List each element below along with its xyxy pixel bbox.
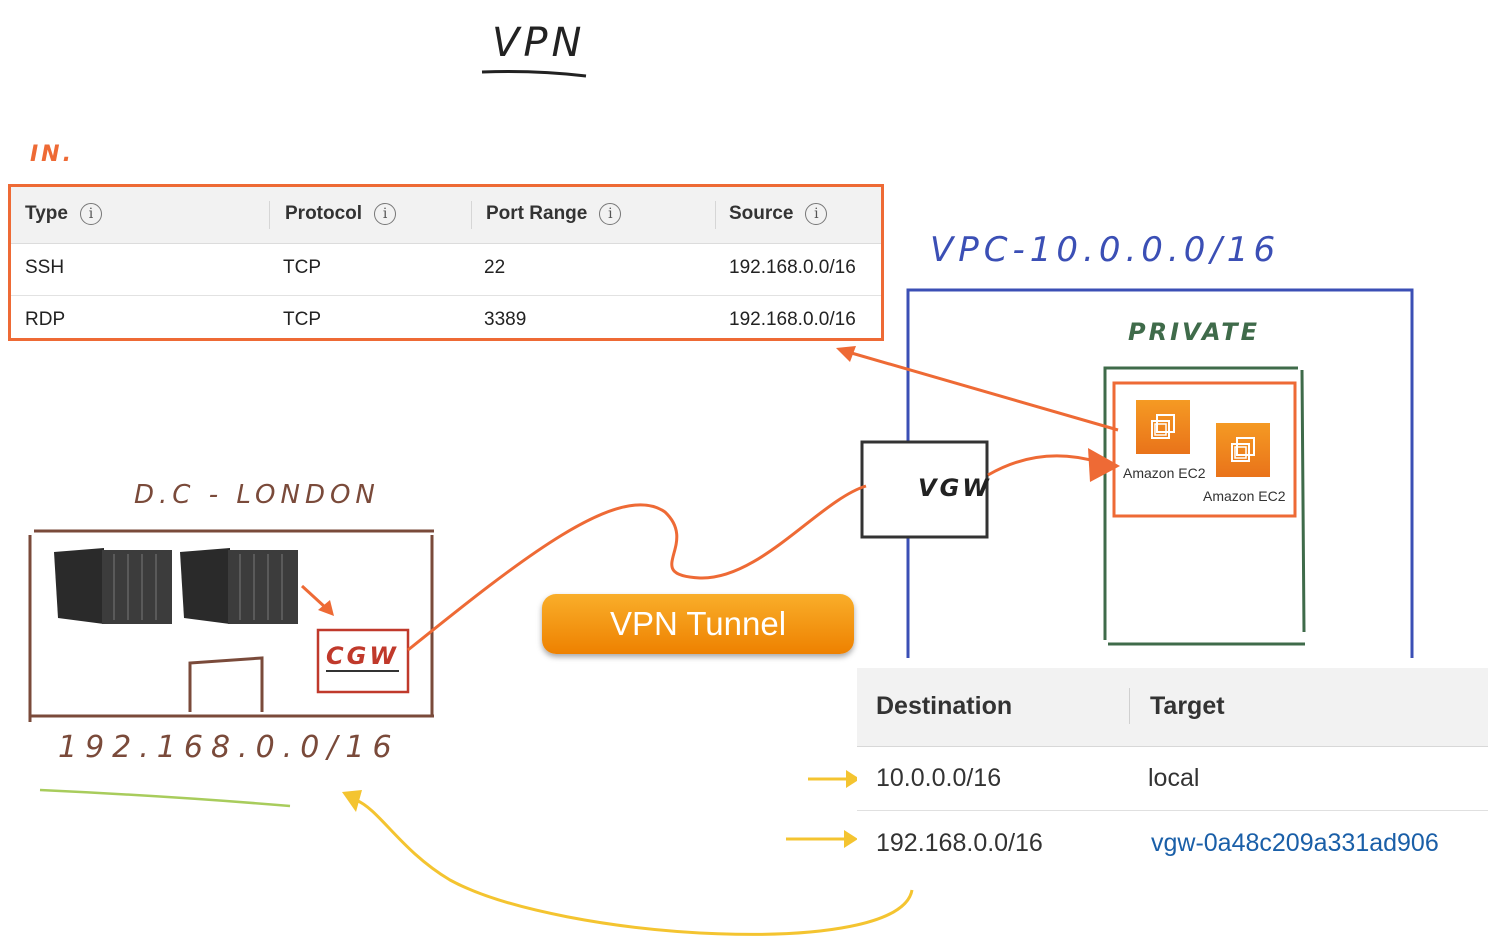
route-header-separator (1129, 688, 1130, 724)
info-icon[interactable]: i (374, 203, 397, 225)
info-icon[interactable]: i (79, 203, 102, 225)
datacenter-label: D.C - LONDON (134, 480, 380, 510)
table-row[interactable]: RDP TCP 3389 192.168.0.0/16 (11, 295, 881, 347)
ec2-instance-icon[interactable] (1136, 400, 1190, 454)
arrow-ec2-to-sg (847, 350, 1119, 432)
private-subnet-label: PRIVATE (1128, 318, 1260, 346)
server-rack-icon (54, 548, 172, 624)
cgw-box (316, 628, 410, 694)
cgw-label: CGW (326, 642, 399, 672)
sg-cell-type: SSH (25, 257, 65, 278)
vgw-box (860, 440, 989, 539)
datacenter-boundary (28, 529, 434, 722)
sg-cell-protocol: TCP (283, 309, 321, 330)
route-target-link[interactable]: vgw-0a48c209a331ad906 (1151, 829, 1439, 857)
sg-cell-source: 192.168.0.0/16 (729, 257, 856, 278)
chip-icon (1151, 414, 1175, 439)
ec2-instance-icon[interactable] (1216, 423, 1270, 477)
arrow-route-to-dc (355, 798, 914, 936)
sg-cell-source: 192.168.0.0/16 (729, 309, 856, 330)
route-cell-target: local (1148, 764, 1200, 792)
security-group-table: Type i Protocol i Port Range i Source i … (8, 184, 884, 341)
sg-header-port-range-label: Port Range (486, 203, 588, 224)
vpc-label: VPC-10.0.0.0/16 (930, 230, 1281, 270)
ec2-label: Amazon EC2 (1123, 465, 1206, 481)
sg-header-protocol[interactable]: Protocol i (285, 203, 397, 225)
arrow-head-cgw (318, 600, 334, 616)
ec2-group-box (1112, 381, 1297, 518)
table-row[interactable]: 10.0.0.0/16 local (857, 746, 1488, 811)
vgw-label: VGW (918, 474, 992, 502)
server-rack-icon (180, 548, 298, 624)
table-row[interactable]: SSH TCP 22 192.168.0.0/16 (11, 243, 881, 296)
vpn-tunnel-path (407, 484, 867, 652)
sg-header-separator (715, 201, 716, 229)
sg-cell-port: 22 (484, 257, 506, 278)
sg-header-type[interactable]: Type i (25, 203, 102, 225)
info-icon[interactable]: i (805, 203, 828, 225)
sg-header-separator (471, 201, 472, 229)
route-cell-destination: 192.168.0.0/16 (876, 829, 1043, 857)
datacenter-cidr: 192.168.0.0/16 (58, 730, 400, 765)
route-table-header: Destination Target (857, 668, 1488, 747)
arrow-head-route-1 (846, 770, 860, 788)
route-header-target[interactable]: Target (1150, 692, 1225, 720)
sg-header-protocol-label: Protocol (285, 203, 363, 224)
arrow-head-dc (342, 790, 362, 812)
private-subnet-boundary (1103, 366, 1306, 646)
sg-cell-protocol: TCP (283, 257, 321, 278)
page-title: VPN (492, 20, 586, 66)
chip-icon (1231, 437, 1255, 462)
sg-header-separator (269, 201, 270, 229)
ec2-label: Amazon EC2 (1203, 488, 1286, 504)
sg-header-type-label: Type (25, 203, 68, 224)
route-table: Destination Target 10.0.0.0/16 local 192… (857, 668, 1488, 878)
arrow-head-ec2 (1088, 448, 1120, 482)
sg-table-header: Type i Protocol i Port Range i Source i (11, 187, 881, 244)
dc-device-outline (188, 656, 264, 712)
title-underline (481, 70, 587, 78)
sg-header-source-label: Source (729, 203, 794, 224)
inbound-label: IN. (30, 142, 74, 167)
table-row[interactable]: 192.168.0.0/16 vgw-0a48c209a331ad906 (857, 811, 1488, 875)
vpn-tunnel-badge: VPN Tunnel (542, 594, 854, 654)
cidr-underline (39, 788, 291, 808)
route-header-destination[interactable]: Destination (876, 692, 1013, 720)
sg-header-source[interactable]: Source i (729, 203, 828, 225)
sg-cell-type: RDP (25, 309, 66, 330)
sg-cell-port: 3389 (484, 309, 527, 330)
arrow-head-sg (836, 346, 856, 362)
route-cell-destination: 10.0.0.0/16 (876, 764, 1002, 792)
arrow-head-route-2 (844, 830, 858, 848)
arrow-server-to-cgw (300, 584, 328, 610)
sg-header-port-range[interactable]: Port Range i (486, 203, 622, 225)
info-icon[interactable]: i (599, 203, 622, 225)
arrow-vgw-to-ec2 (987, 454, 1099, 477)
